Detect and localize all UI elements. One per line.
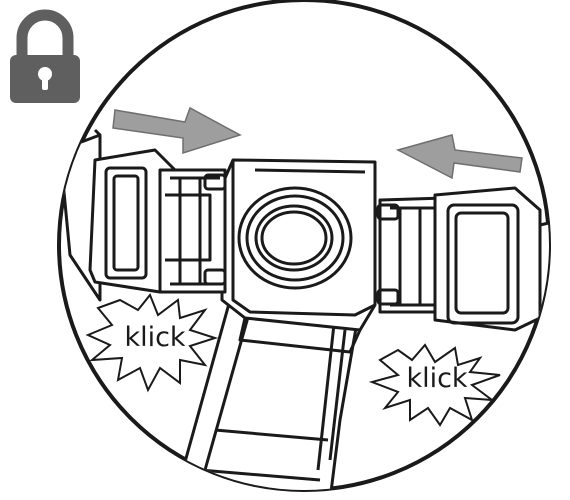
buckle-center <box>222 160 375 352</box>
latch-plate-left <box>90 150 225 292</box>
zoom-view <box>59 0 570 500</box>
lock-icon <box>10 15 80 103</box>
click-label-left: klick <box>124 322 185 353</box>
click-label-right: klick <box>406 363 467 394</box>
latch-plate-right <box>378 188 540 330</box>
